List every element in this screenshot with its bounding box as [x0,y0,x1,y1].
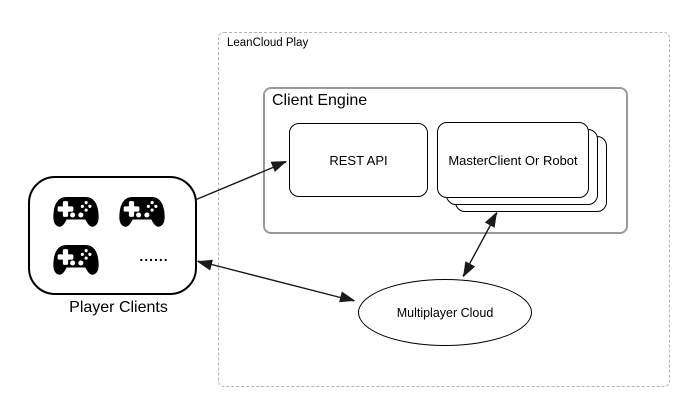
player-clients-label: Player Clients [69,299,168,316]
multiplayer-cloud-node: Multiplayer Cloud [358,279,532,346]
client-engine-label: Client Engine [272,92,368,109]
gamepad-icon [119,197,165,227]
master-client-node: MasterClient Or Robot [437,122,589,198]
gamepad-icon [53,197,99,227]
rest-api-node: REST API [289,123,428,197]
leancloud-play-label: LeanCloud Play [227,37,309,49]
rest-api-label: REST API [329,152,388,168]
master-client-label: MasterClient Or Robot [448,152,578,168]
more-clients-ellipsis: ...... [139,248,169,264]
multiplayer-cloud-label: Multiplayer Cloud [396,305,494,320]
leancloud-play-boundary: LeanCloud Play [218,32,670,387]
gamepad-icon [53,245,99,275]
player-clients-node: ...... [28,176,197,295]
